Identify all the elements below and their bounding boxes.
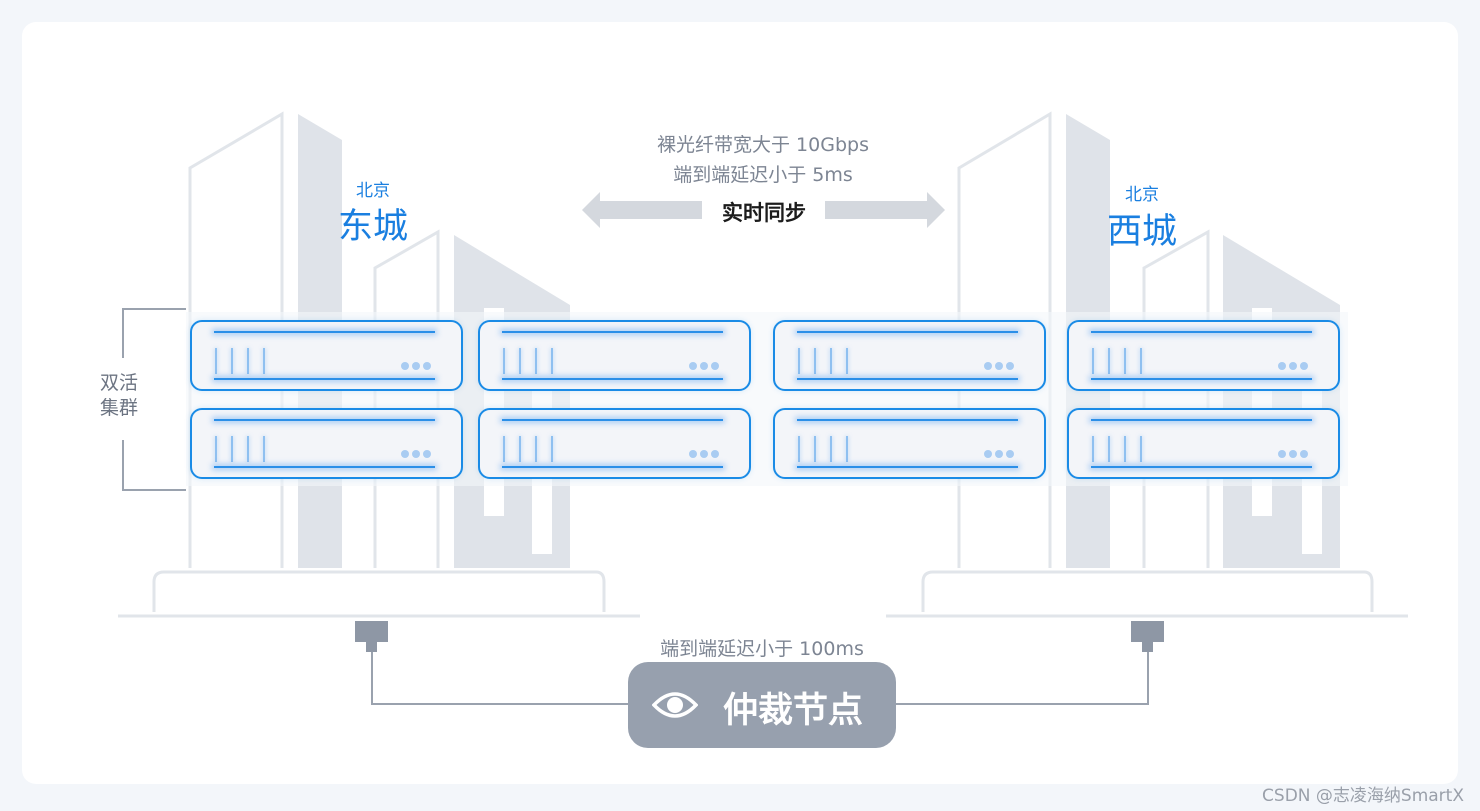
server-tick	[1124, 436, 1126, 462]
server-status-dots	[1275, 355, 1308, 374]
server-top-line	[214, 419, 435, 421]
arbiter-label: 仲裁节点	[723, 691, 864, 731]
cluster-label-line2: 集群	[100, 397, 139, 419]
server-top-line	[1091, 419, 1312, 421]
server-east-3	[478, 320, 751, 391]
server-status-dots	[1275, 443, 1308, 462]
sync-label: 实时同步	[722, 201, 806, 225]
server-tick	[1124, 348, 1126, 374]
server-bottom-line	[214, 378, 435, 380]
latency-label: 端到端延迟小于 5ms	[673, 164, 853, 186]
server-bottom-line	[502, 378, 723, 380]
cluster-bracket	[122, 308, 186, 491]
server-west-3	[1067, 320, 1340, 391]
server-tick	[231, 348, 233, 374]
server-west-2	[773, 408, 1046, 479]
cluster-label: 双活 集群	[100, 371, 138, 421]
server-bottom-line	[1091, 466, 1312, 468]
east-city-name: 东城	[338, 207, 409, 247]
server-tick	[519, 436, 521, 462]
server-east-4	[478, 408, 751, 479]
west-region-label: 北京	[1125, 185, 1159, 205]
server-status-dots	[686, 355, 719, 374]
server-bottom-line	[797, 466, 1018, 468]
server-tick	[247, 436, 249, 462]
server-tick	[830, 436, 832, 462]
left-arrow	[582, 192, 702, 228]
server-tick	[503, 436, 505, 462]
right-arrow	[825, 192, 945, 228]
server-top-line	[797, 419, 1018, 421]
arbiter-connectors	[355, 621, 1164, 705]
sync-arrows	[582, 192, 945, 228]
server-status-dots	[981, 355, 1014, 374]
server-tick	[1140, 348, 1142, 374]
server-tick	[503, 348, 505, 374]
server-bottom-line	[797, 378, 1018, 380]
server-tick	[830, 348, 832, 374]
eye-icon	[652, 692, 698, 718]
server-tick	[798, 436, 800, 462]
server-status-dots	[981, 443, 1014, 462]
server-status-dots	[398, 443, 431, 462]
arbiter-node: 仲裁节点	[628, 662, 896, 748]
server-tick	[846, 348, 848, 374]
server-tick	[1092, 436, 1094, 462]
server-top-line	[797, 331, 1018, 333]
server-tick	[814, 348, 816, 374]
server-tick	[1108, 348, 1110, 374]
server-top-line	[502, 419, 723, 421]
server-bottom-line	[1091, 378, 1312, 380]
server-status-dots	[686, 443, 719, 462]
server-west-1	[773, 320, 1046, 391]
server-top-line	[502, 331, 723, 333]
server-tick	[519, 348, 521, 374]
server-tick	[798, 348, 800, 374]
server-tick	[1140, 436, 1142, 462]
server-east-2	[190, 408, 463, 479]
server-west-4	[1067, 408, 1340, 479]
server-tick	[846, 436, 848, 462]
server-east-1	[190, 320, 463, 391]
arbiter-latency-label: 端到端延迟小于 100ms	[660, 638, 864, 660]
server-tick	[814, 436, 816, 462]
west-city-name: 西城	[1107, 212, 1178, 252]
server-bottom-line	[502, 466, 723, 468]
server-tick	[1092, 348, 1094, 374]
bandwidth-label: 裸光纤带宽大于 10Gbps	[657, 134, 869, 156]
server-top-line	[214, 331, 435, 333]
server-bottom-line	[214, 466, 435, 468]
east-region-label: 北京	[356, 181, 390, 201]
server-tick	[551, 348, 553, 374]
server-tick	[263, 348, 265, 374]
server-tick	[215, 348, 217, 374]
server-tick	[535, 348, 537, 374]
server-tick	[535, 436, 537, 462]
server-tick	[263, 436, 265, 462]
server-tick	[231, 436, 233, 462]
watermark: CSDN @志凌海纳SmartX	[1262, 786, 1464, 806]
server-top-line	[1091, 331, 1312, 333]
cluster-label-line1: 双活	[100, 372, 139, 394]
server-tick	[215, 436, 217, 462]
server-status-dots	[398, 355, 431, 374]
server-tick	[247, 348, 249, 374]
server-tick	[551, 436, 553, 462]
server-tick	[1108, 436, 1110, 462]
